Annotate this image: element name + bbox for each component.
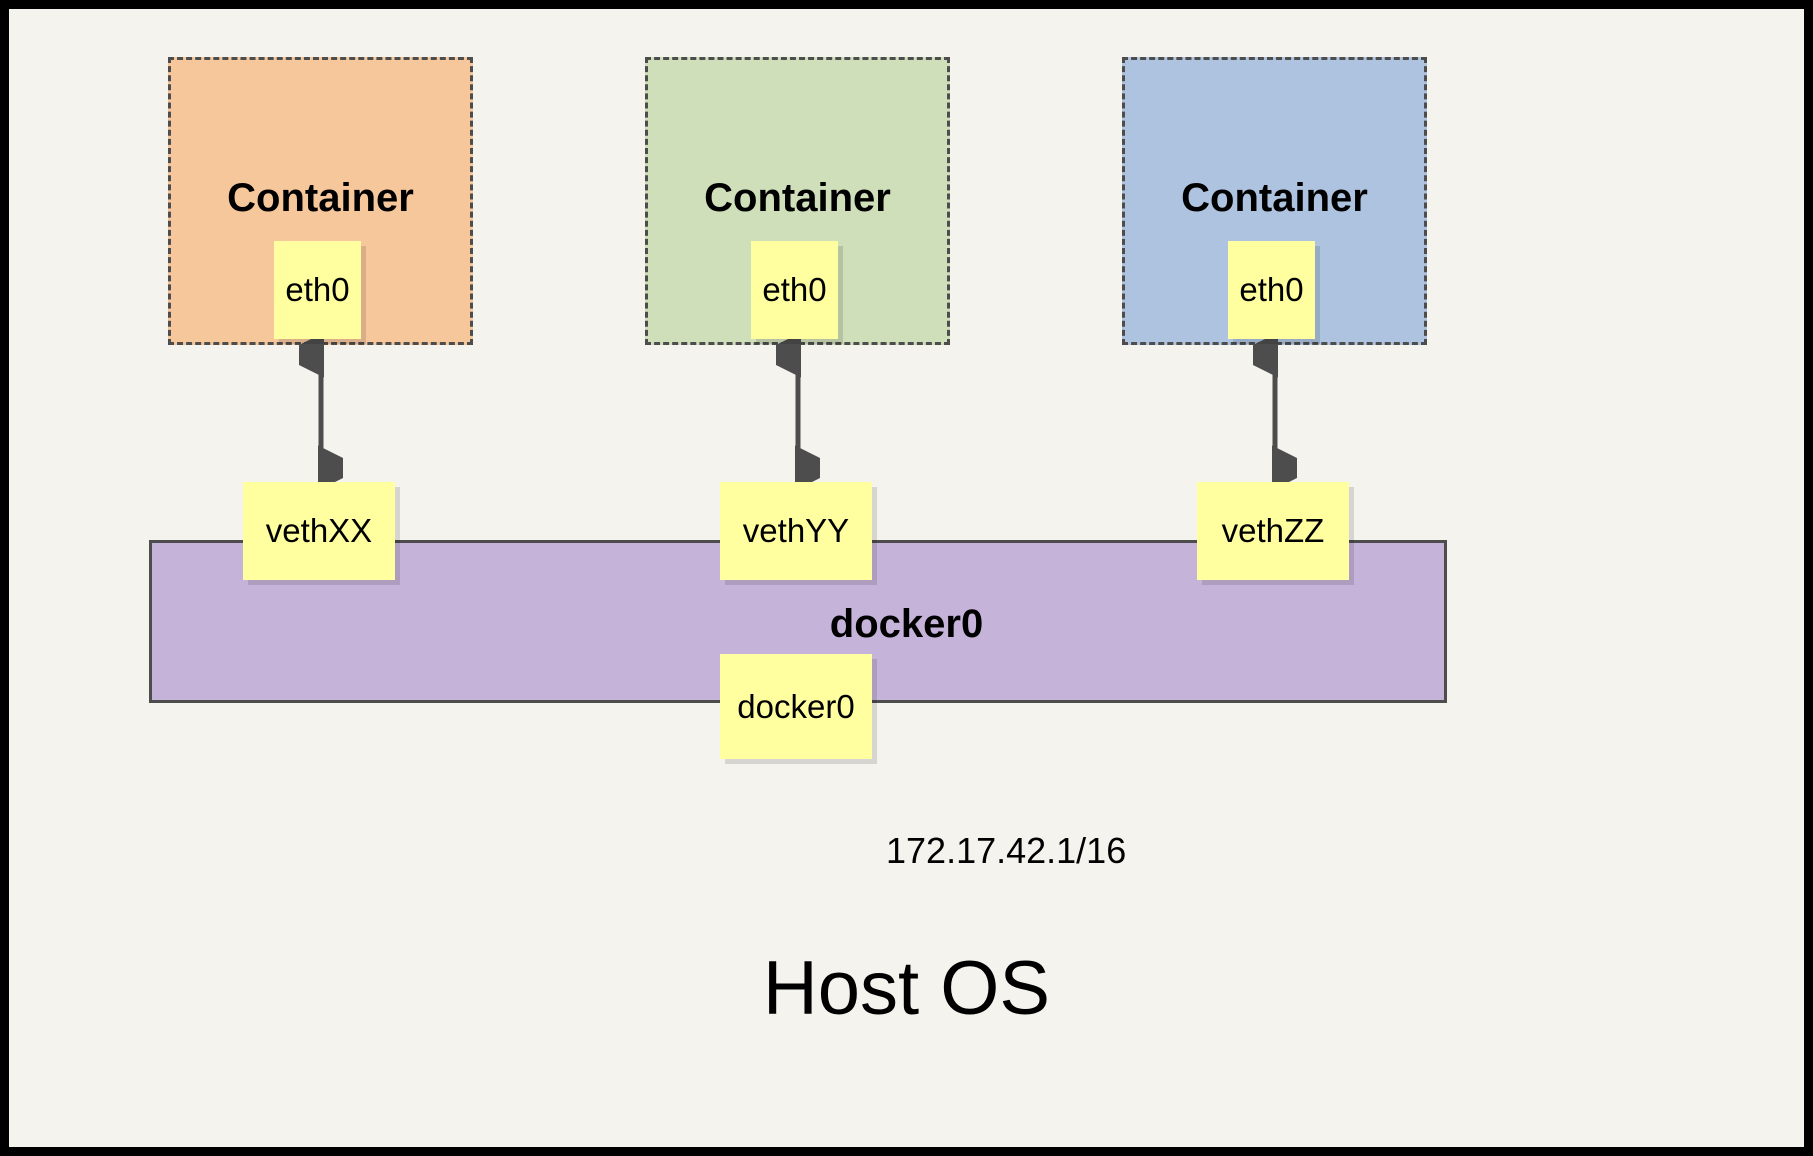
container-title-1: Container [227,176,414,220]
vethxx-note: vethXX [243,482,395,580]
link-arrow-3 [1253,339,1297,484]
docker0-bridge-label: docker0 [829,602,984,646]
eth0-note-3: eth0 [1228,241,1315,339]
eth0-note-1: eth0 [274,241,361,339]
container-title-3: Container [1181,176,1368,220]
vethyy-note: vethYY [720,482,872,580]
docker0-interface-note: docker0 [720,654,872,759]
link-arrow-2 [776,339,820,484]
link-arrow-1 [299,339,343,484]
vethzz-note: vethZZ [1197,482,1349,580]
container-title-2: Container [704,176,891,220]
docker0-ip-label: 172.17.42.1/16 [886,830,1127,871]
host-os-label: Host OS [762,946,1051,1031]
eth0-note-2: eth0 [751,241,838,339]
